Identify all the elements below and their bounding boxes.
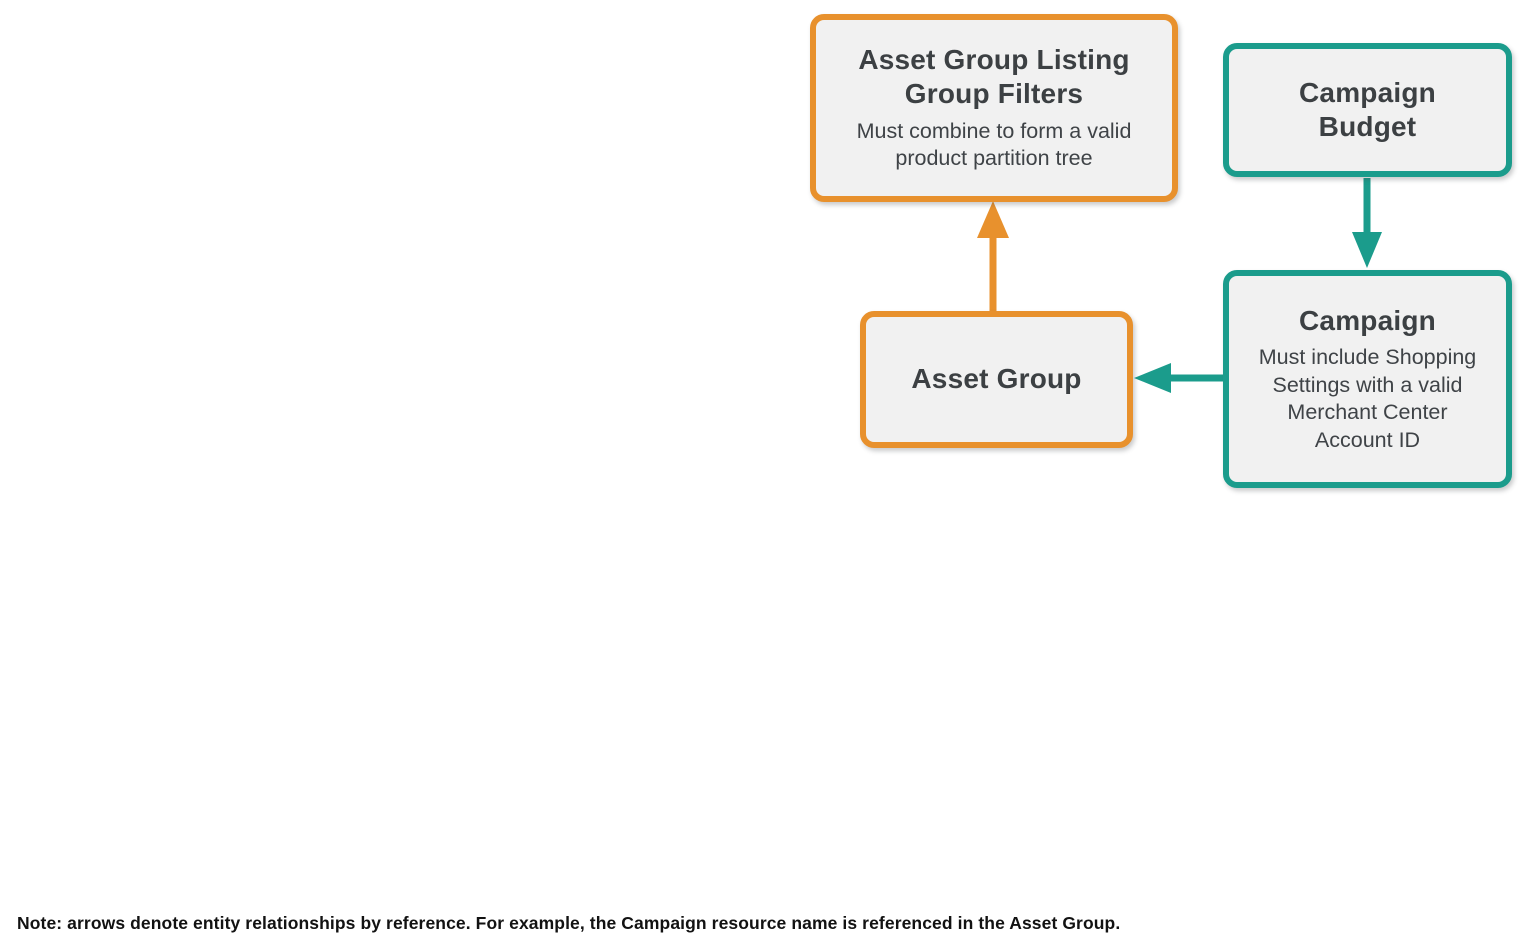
node-asset-group-listing-group-filters: Asset Group Listing Group Filters Must c… — [810, 14, 1178, 202]
node-asset-group: Asset Group — [860, 311, 1133, 448]
arrow-campaign-budget-to-campaign — [1352, 178, 1382, 268]
node-title: Asset Group Listing Group Filters — [858, 44, 1130, 110]
node-campaign: Campaign Must include Shopping Settings … — [1223, 270, 1512, 488]
arrow-asset-group-to-filters — [977, 201, 1009, 313]
node-title: Campaign Budget — [1299, 76, 1436, 142]
node-subtitle: Must include Shopping Settings with a va… — [1258, 345, 1477, 452]
node-campaign-budget: Campaign Budget — [1223, 43, 1512, 177]
node-subtitle: Must combine to form a valid product par… — [856, 118, 1132, 171]
note-text: Note: arrows denote entity relationships… — [17, 913, 1121, 933]
node-title: Campaign — [1299, 304, 1436, 336]
arrow-campaign-to-asset-group — [1134, 363, 1224, 393]
node-title: Asset Group — [911, 363, 1082, 395]
